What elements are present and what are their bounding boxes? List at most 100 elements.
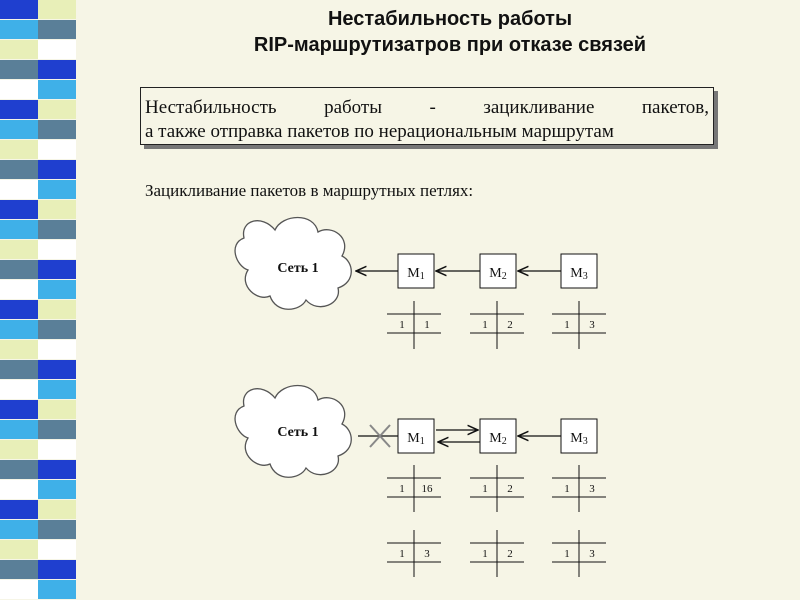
diagram-1: Сеть 1 M1 M2 M3 1 1 1 2	[234, 217, 606, 349]
table-cell: 1	[399, 319, 405, 331]
router-m3: M3	[560, 418, 598, 454]
stripe-block	[0, 460, 40, 479]
routing-table-m1: 1 16	[387, 465, 441, 512]
table-cell: 1	[482, 548, 488, 560]
stripe-block	[38, 580, 76, 599]
stripe-block	[0, 220, 40, 239]
stripe-block	[38, 160, 76, 179]
table-cell: 3	[589, 483, 595, 495]
stripe-block	[38, 340, 76, 359]
definition-line2: а также отправка пакетов по нерациональн…	[145, 121, 614, 142]
definition-word: -	[429, 97, 436, 118]
stripe-block	[0, 140, 40, 159]
definition-line1: Нестабильность работы - зацикливание пак…	[145, 97, 709, 119]
routing-table-m1: 1 1	[387, 301, 441, 349]
routing-table-m3: 1 3	[552, 465, 606, 512]
stripe-block	[0, 200, 40, 219]
routing-table-m1-updated: 1 3	[387, 530, 441, 577]
stripe-block	[0, 260, 40, 279]
stripe-block	[0, 300, 40, 319]
stripe-block	[0, 20, 40, 39]
stripe-block	[38, 360, 76, 379]
stripe-block	[0, 500, 40, 519]
table-cell: 1	[482, 319, 488, 331]
definition-word: пакетов,	[641, 97, 709, 118]
router-label: M3	[570, 431, 587, 447]
stripe-block	[38, 100, 76, 119]
stripe-block	[38, 40, 76, 59]
network-label: Сеть 1	[277, 261, 318, 276]
stripe-block	[0, 180, 40, 199]
network-cloud: Сеть 1	[234, 385, 352, 478]
stripe-block	[0, 400, 40, 419]
definition-word: зацикливание	[483, 97, 595, 118]
stripe-block	[0, 420, 40, 439]
stripe-block	[38, 280, 76, 299]
table-cell: 1	[564, 483, 570, 495]
loop-subtitle: Зацикливание пакетов в маршрутных петлях…	[145, 181, 474, 200]
router-label: M1	[407, 266, 424, 282]
stripe-block	[0, 520, 40, 539]
stripe-block	[0, 440, 40, 459]
table-cell: 16	[422, 483, 434, 495]
stripe-block	[0, 80, 40, 99]
network-label: Сеть 1	[277, 425, 318, 440]
stripe-block	[0, 540, 40, 559]
stripe-block	[38, 520, 76, 539]
stripe-block	[38, 380, 76, 399]
stripe-block	[38, 60, 76, 79]
routing-table-m2: 1 2	[470, 301, 524, 349]
router-m3: M3	[560, 253, 598, 289]
stripe-block	[38, 120, 76, 139]
table-cell: 2	[507, 483, 513, 495]
stripe-block	[0, 380, 40, 399]
stripe-block	[0, 0, 40, 19]
definition-box: Нестабильность работы - зацикливание пак…	[140, 87, 714, 145]
stripe-block	[38, 20, 76, 39]
definition-word: Нестабильность	[145, 97, 277, 118]
table-cell: 1	[564, 548, 570, 560]
stripe-block	[38, 460, 76, 479]
table-cell: 3	[424, 548, 430, 560]
router-m2: M2	[479, 253, 517, 289]
network-cloud: Сеть 1	[234, 217, 352, 310]
slide-title-line1: Нестабильность работы	[327, 8, 573, 30]
table-cell: 1	[424, 319, 430, 331]
stripe-block	[0, 480, 40, 499]
stripe-block	[38, 400, 76, 419]
table-cell: 3	[589, 319, 595, 331]
stripe-block	[38, 500, 76, 519]
router-m2: M2	[479, 418, 517, 454]
stripe-block	[38, 480, 76, 499]
decorative-stripe	[0, 0, 76, 600]
definition-word: работы	[324, 97, 382, 118]
broken-link-cross-icon	[369, 424, 391, 448]
router-label: M2	[489, 266, 506, 282]
stripe-block	[0, 40, 40, 59]
stripe-block	[0, 120, 40, 139]
stripe-block	[38, 0, 76, 19]
stripe-block	[38, 320, 76, 339]
stripe-block	[0, 580, 40, 599]
table-cell: 2	[507, 319, 513, 331]
stripe-block	[0, 60, 40, 79]
stripe-block	[0, 100, 40, 119]
table-cell: 3	[589, 548, 595, 560]
stripe-block	[38, 560, 76, 579]
routing-table-m3: 1 3	[552, 301, 606, 349]
stripe-block	[38, 240, 76, 259]
stripe-block	[38, 420, 76, 439]
router-label: M2	[489, 431, 506, 447]
diagram-2: Сеть 1 M1 M2 M3 1 16	[234, 385, 606, 577]
stripe-block	[38, 540, 76, 559]
stripe-block	[38, 220, 76, 239]
stripe-block	[0, 340, 40, 359]
routing-table-m2: 1 2	[470, 465, 524, 512]
stripe-block	[38, 140, 76, 159]
table-cell: 1	[399, 548, 405, 560]
slide-title-line2: RIP-маршрутизатров при отказе связей	[253, 34, 647, 56]
stripe-block	[0, 560, 40, 579]
stripe-block	[38, 180, 76, 199]
table-cell: 1	[564, 319, 570, 331]
